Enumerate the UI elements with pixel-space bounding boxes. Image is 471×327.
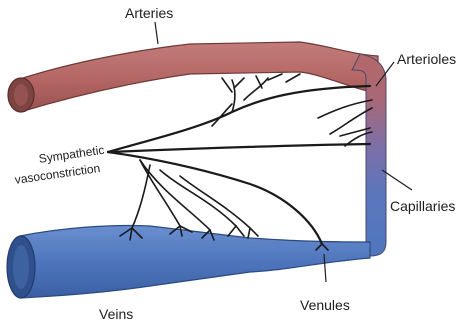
sympathetic-nerve <box>108 74 372 250</box>
venules-label: Venules <box>300 298 350 312</box>
arteries-leader <box>155 22 158 44</box>
arteries-label: Arteries <box>125 6 173 20</box>
capillaries-label: Capillaries <box>390 199 455 213</box>
veins-label: Veins <box>99 307 133 321</box>
artery-vessel <box>20 42 378 112</box>
arterioles-label: Arterioles <box>397 52 456 66</box>
